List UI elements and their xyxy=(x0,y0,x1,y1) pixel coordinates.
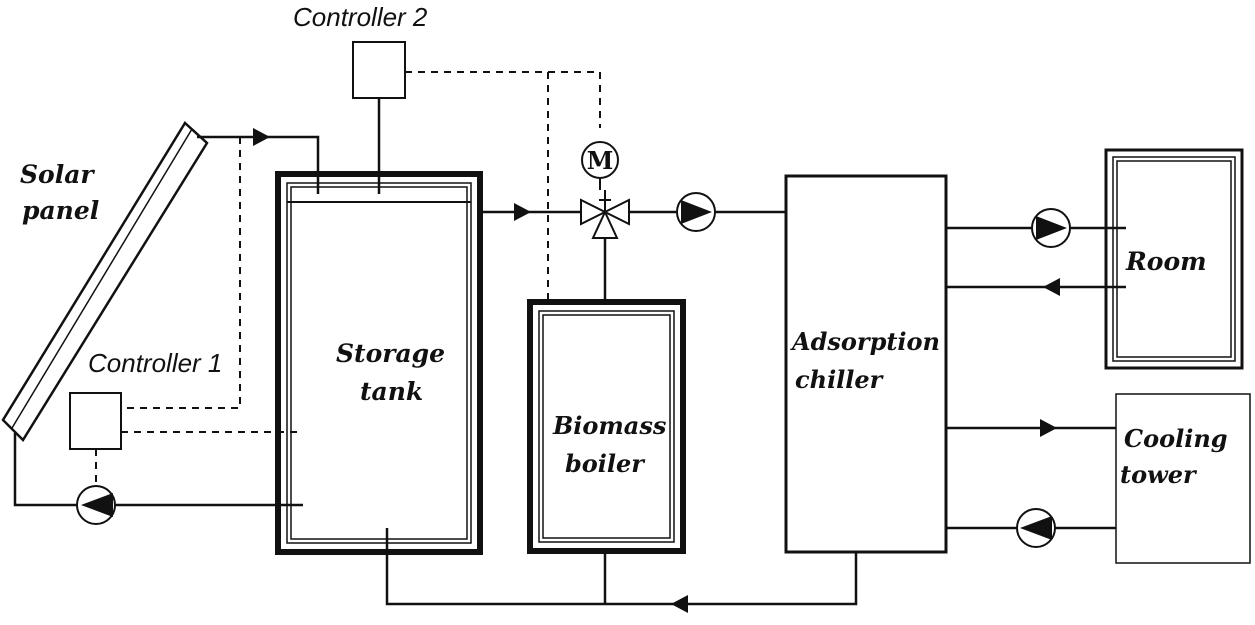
biomass-boiler-label-line2: boiler xyxy=(565,449,646,478)
adsorption-chiller-label-line1: Adsorption xyxy=(790,327,940,356)
arrow-left-icon xyxy=(1043,278,1060,296)
pump-chiller-inlet-icon xyxy=(676,192,716,232)
storage-tank-label-line1: Storage xyxy=(336,339,445,368)
room-label: Room xyxy=(1125,247,1207,276)
adsorption-chiller-label-line2: chiller xyxy=(795,365,885,394)
pump-room-icon xyxy=(1031,208,1071,248)
adsorption-chiller xyxy=(784,174,948,554)
arrow-right-icon xyxy=(253,128,270,146)
storage-tank xyxy=(275,171,483,555)
arrow-right-icon xyxy=(514,203,531,221)
biomass-boiler xyxy=(527,299,686,554)
pump-solar-icon xyxy=(76,485,116,525)
solar-panel-label-line2: panel xyxy=(22,196,99,225)
room xyxy=(1104,148,1244,370)
controller-1-label: Controller 1 xyxy=(88,348,222,378)
cooling-tower-label-line2: tower xyxy=(1120,460,1198,489)
storage-tank-label-line2: tank xyxy=(360,377,423,406)
flow-arrows xyxy=(253,128,1060,613)
valve-motor-label: M xyxy=(587,146,614,175)
control-signal-lines xyxy=(95,71,601,490)
controller-1-box xyxy=(69,392,122,450)
controller-2-label: Controller 2 xyxy=(293,2,428,32)
solar-panel-label-line1: Solar xyxy=(20,160,95,189)
controller-2-box xyxy=(352,41,406,99)
arrow-right-icon xyxy=(1040,419,1057,437)
three-way-valve-icon xyxy=(580,178,630,239)
pump-cooling-tower-icon xyxy=(1016,508,1056,548)
arrow-left-icon xyxy=(671,595,688,613)
cooling-tower xyxy=(1115,393,1251,564)
cooling-tower-label-line1: Cooling xyxy=(1124,424,1228,453)
valve-motor-icon xyxy=(581,141,619,179)
biomass-boiler-label-line1: Biomass xyxy=(552,411,667,440)
